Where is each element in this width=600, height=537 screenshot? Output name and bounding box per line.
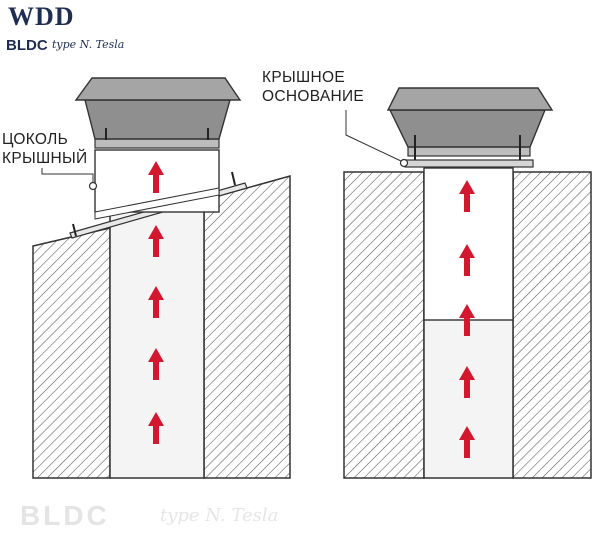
left-wall-left-block [32,227,111,479]
left-wall-right-block [203,175,291,479]
plinth-label-line1: ЦОКОЛЬ [2,131,69,148]
right-fan-flange [407,146,531,157]
airflow-arrows-right [459,180,475,458]
left-label-pointer-dot [88,181,98,191]
fan-housing-top [386,87,554,111]
watermark-text: BLDC [20,500,110,531]
logo-wdd: WDD [8,2,75,31]
airflow-arrows-left [148,161,164,444]
roof-base-label-line2: ОСНОВАНИЕ [262,88,365,105]
airflow-arrow-icon [459,426,475,458]
logo-bldc: BLDC [6,37,48,54]
airflow-arrow-icon [148,412,164,444]
right-wall-right-block [512,171,592,479]
fan-housing-icon [388,109,547,148]
screw-icon [72,128,236,237]
plinth-label-line2: КРЫШНЫЙ [2,150,88,167]
right-roof-base [404,159,534,168]
watermark-signature: type N. Tesla [160,505,279,526]
airflow-arrow-icon [459,244,475,276]
left-plinth-base [94,187,220,220]
right-wall-left-block [343,171,425,479]
left-fan-flange [94,138,220,149]
plinth-label: ЦОКОЛЬ КРЫШНЫЙ [2,130,87,168]
right-label-pointer-dot [399,158,409,168]
airflow-arrow-icon [148,348,164,380]
airflow-arrow-icon [148,161,164,193]
logo-signature: type N. Tesla [52,38,125,51]
airflow-arrow-icon [148,286,164,318]
screw-icon [414,135,521,160]
airflow-arrow-icon [459,366,475,398]
fan-housing-top [74,77,242,101]
airflow-arrow-icon [459,180,475,212]
roof-base-label-line1: КРЫШНОЕ [262,69,345,86]
roof-base-label: КРЫШНОЕ ОСНОВАНИЕ [262,68,364,106]
airflow-arrow-icon [148,225,164,257]
airflow-arrow-icon [459,304,475,336]
left-label-pointer-line [41,168,94,183]
right-label-pointer-line [345,110,402,162]
